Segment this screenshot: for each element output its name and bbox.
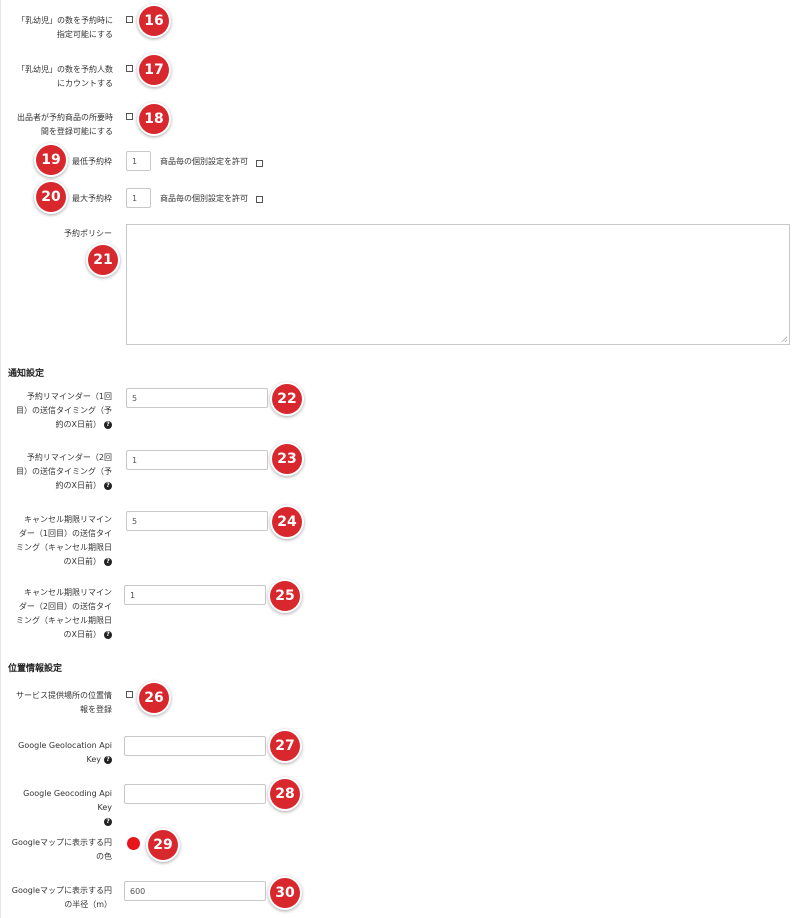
badge-21: 21 <box>88 245 118 275</box>
help-icon[interactable]: ? <box>104 755 112 764</box>
policy-textarea[interactable] <box>126 224 790 345</box>
badge-19: 19 <box>36 145 66 175</box>
badge-17: 17 <box>139 55 169 85</box>
cancel-reminder1-input[interactable]: 5 <box>126 511 268 531</box>
min-slots-input[interactable]: 1 <box>126 151 151 171</box>
cancel-reminder2-input[interactable]: 1 <box>124 585 266 605</box>
reminder1-input[interactable]: 5 <box>126 388 268 408</box>
infant-specify-label: 「乳幼児」の数を予約時に 指定可能にする <box>17 16 113 39</box>
badge-22: 22 <box>272 384 302 414</box>
geocoding-key-input[interactable] <box>124 784 266 804</box>
help-icon[interactable]: ? <box>104 630 112 639</box>
badge-30: 30 <box>270 878 300 908</box>
min-slots-allow-label: 商品毎の個別設定を許可 <box>160 157 248 166</box>
resize-handle-icon[interactable] <box>781 336 787 342</box>
infant-count-checkbox[interactable] <box>126 65 133 72</box>
exhibitor-duration-checkbox[interactable] <box>126 113 133 120</box>
geocoding-key-label: Google Geocoding Api Key? <box>23 789 112 826</box>
circle-color-label: Googleマップに表示する円 の色 <box>11 838 112 861</box>
max-slots-input[interactable]: 1 <box>126 188 151 208</box>
cancel-reminder2-label: キャンセル期限リマイン ダー（2回目）の送信タイ ミング（キャンセル期限日 のX… <box>16 588 112 639</box>
location-register-checkbox[interactable] <box>126 691 133 698</box>
min-slots-label: 最低予約枠 <box>72 157 112 166</box>
help-icon[interactable]: ? <box>104 557 112 566</box>
badge-24: 24 <box>272 507 302 537</box>
circle-color-swatch[interactable] <box>127 837 140 850</box>
max-slots-label: 最大予約枠 <box>72 194 112 203</box>
badge-20: 20 <box>36 182 66 212</box>
badge-16: 16 <box>139 6 169 36</box>
badge-23: 23 <box>272 444 302 474</box>
notifications-section-title: 通知設定 <box>8 369 45 379</box>
cancel-reminder1-label: キャンセル期限リマイン ダー（1回目）の送信タイ ミング（キャンセル期限日 のX… <box>16 515 112 566</box>
help-icon[interactable]: ? <box>104 817 112 826</box>
max-slots-allow-label: 商品毎の個別設定を許可 <box>160 194 248 203</box>
help-icon[interactable]: ? <box>104 481 112 490</box>
policy-label: 予約ポリシー <box>64 229 112 238</box>
circle-radius-input[interactable]: 600 <box>124 881 266 901</box>
reminder2-label: 予約リマインダー（2回 目）の送信タイミング（予 約のX日前）? <box>16 453 112 490</box>
badge-18: 18 <box>139 104 169 134</box>
reminder1-label: 予約リマインダー（1回 目）の送信タイミング（予 約のX日前）? <box>16 392 112 429</box>
reminder2-input[interactable]: 1 <box>126 450 268 470</box>
badge-27: 27 <box>270 731 300 761</box>
geolocation-key-label: Google Geolocation Api Key? <box>18 741 112 764</box>
infant-count-label: 「乳幼児」の数を予約人数 にカウントする <box>17 65 113 88</box>
location-register-label: サービス提供場所の位置情 報を登録 <box>16 691 112 714</box>
max-slots-allow-checkbox[interactable] <box>256 196 263 203</box>
badge-28: 28 <box>270 779 300 809</box>
circle-radius-label: Googleマップに表示する円 の半径（m） <box>11 886 112 909</box>
location-section-title: 位置情報設定 <box>8 664 63 674</box>
geolocation-key-input[interactable] <box>124 736 266 756</box>
badge-26: 26 <box>139 683 169 713</box>
infant-specify-checkbox[interactable] <box>126 16 133 23</box>
min-slots-allow-checkbox[interactable] <box>256 160 263 167</box>
help-icon[interactable]: ? <box>104 420 112 429</box>
exhibitor-duration-label: 出品者が予約商品の所要時 間を登録可能にする <box>17 113 113 136</box>
badge-25: 25 <box>270 581 300 611</box>
badge-29: 29 <box>148 830 178 860</box>
left-border <box>0 0 1 918</box>
